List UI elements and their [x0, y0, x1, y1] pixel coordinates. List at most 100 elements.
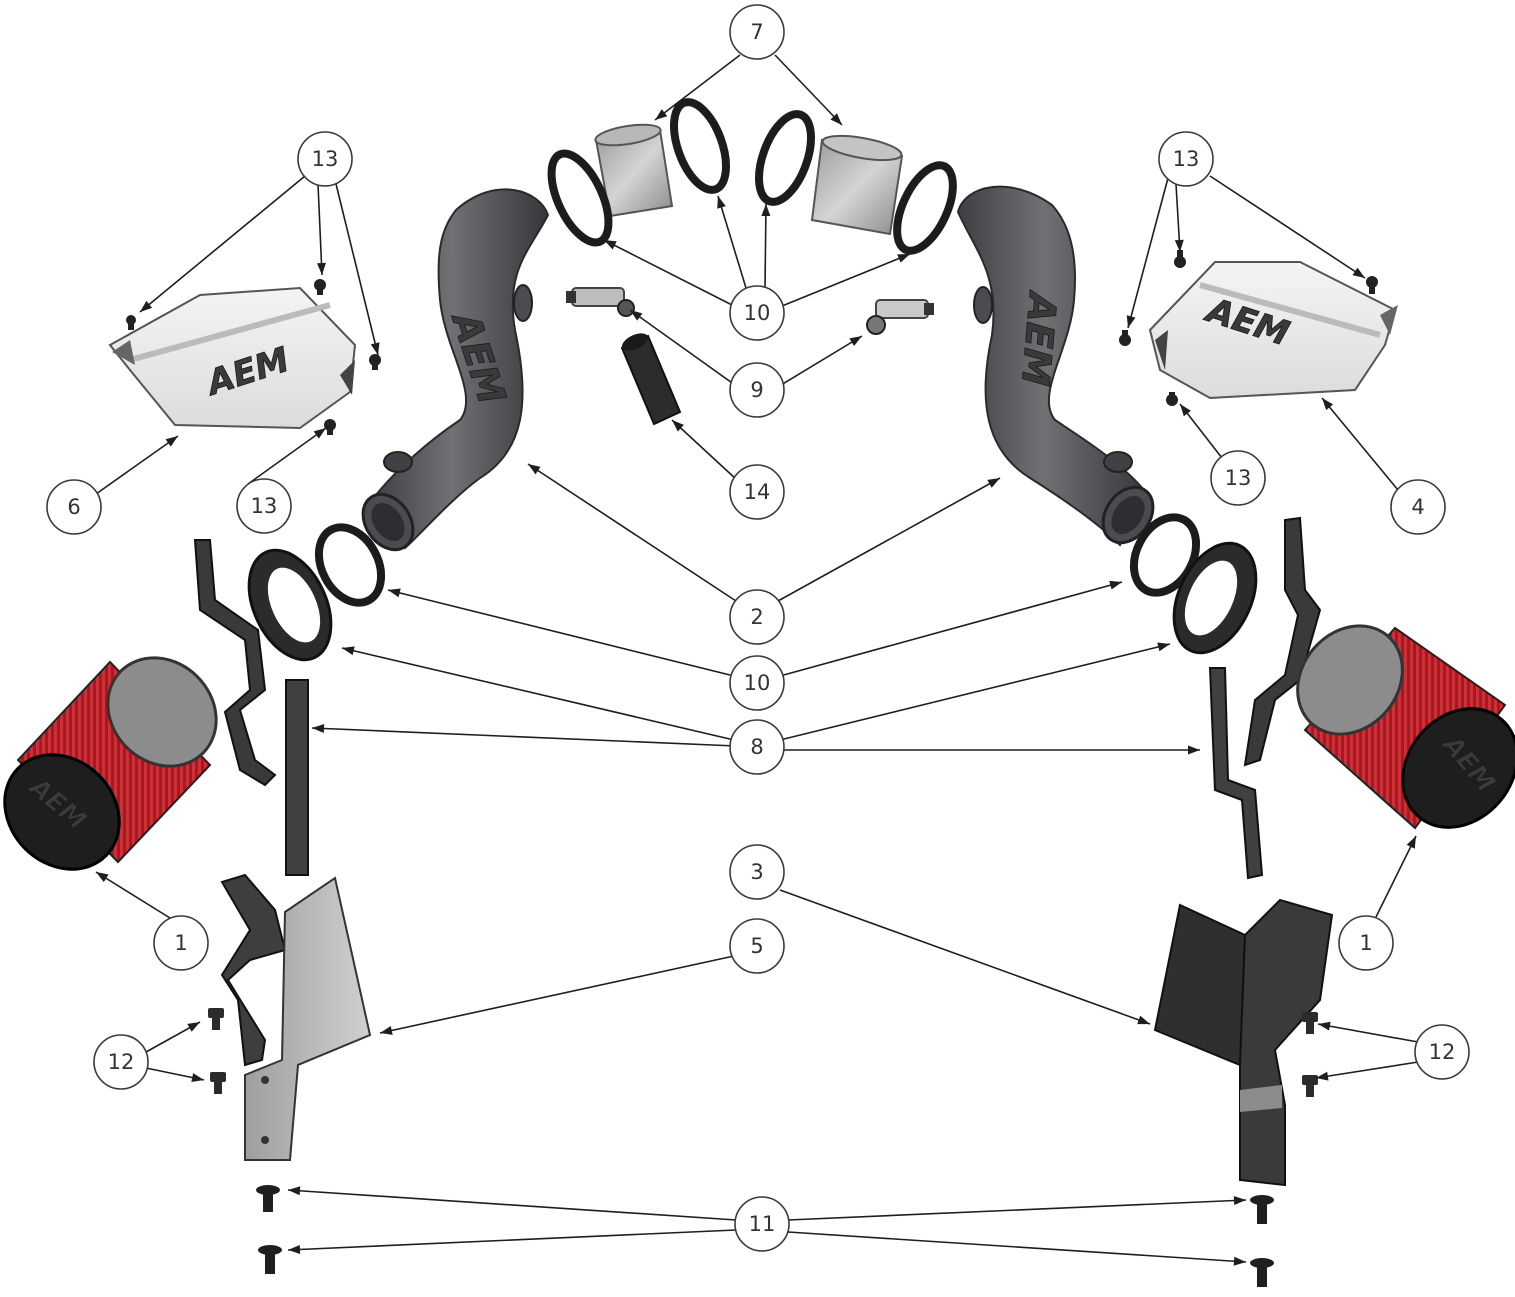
leader-line	[629, 309, 736, 386]
leader-line	[779, 581, 1123, 677]
leader-arrowhead	[830, 113, 842, 125]
leader-arrowhead	[191, 1073, 204, 1082]
leader-line	[1317, 1023, 1419, 1043]
svg-text:13: 13	[251, 494, 278, 518]
leader-line	[317, 183, 323, 276]
leader-arrowhead	[717, 196, 726, 209]
svg-text:5: 5	[750, 934, 763, 958]
leader-arrowhead	[761, 204, 771, 217]
svg-text:14: 14	[744, 480, 771, 504]
breather-fitting-right	[866, 299, 934, 335]
svg-text:13: 13	[1225, 466, 1252, 490]
filter-adapter-right	[1172, 541, 1258, 655]
callout-1-left: 1	[153, 915, 209, 971]
callout-2: 2	[729, 589, 785, 645]
filter-adapter-left	[247, 548, 333, 662]
leader-arrowhead	[380, 1026, 393, 1035]
leader-arrowhead	[630, 310, 643, 321]
heat-shield-left: AEM	[108, 286, 357, 430]
intake-tube-left: AEM	[361, 188, 550, 552]
leader-line	[764, 203, 767, 289]
svg-text:12: 12	[1429, 1040, 1456, 1064]
leader-arrowhead	[312, 724, 325, 734]
svg-text:12: 12	[108, 1050, 135, 1074]
callout-13-top-left: 13	[297, 131, 353, 187]
hose-clamp-top-1	[547, 149, 613, 247]
shield-bolts	[126, 250, 1378, 435]
leader-arrowhead	[1233, 1196, 1246, 1206]
svg-text:9: 9	[750, 378, 763, 402]
coupler-right	[810, 134, 904, 236]
leader-arrowhead	[1406, 836, 1416, 849]
leader-arrowhead	[897, 254, 910, 263]
leader-line	[287, 1229, 737, 1251]
leader-line	[247, 427, 327, 485]
svg-text:13: 13	[312, 147, 339, 171]
svg-text:2: 2	[750, 605, 763, 629]
leader-arrowhead	[288, 1244, 301, 1254]
svg-text:10: 10	[744, 301, 771, 325]
leader-line	[379, 955, 735, 1034]
leader-line	[1315, 1061, 1419, 1079]
breather-hose	[620, 333, 682, 426]
leader-line	[779, 889, 1151, 1025]
callout-10-lower: 10	[729, 655, 785, 711]
hose-clamp-lower-left	[314, 523, 386, 607]
leader-arrowhead	[313, 428, 326, 439]
leader-line	[1375, 835, 1417, 918]
tube-logo-right: AEM	[1013, 288, 1065, 388]
leader-arrowhead	[1180, 404, 1191, 417]
leader-arrowhead	[1233, 1256, 1246, 1266]
callout-13-top-right: 13	[1158, 131, 1214, 187]
leader-arrowhead	[849, 336, 862, 347]
intake-tube-right: AEM	[956, 185, 1155, 547]
air-filter-left: AEM	[3, 656, 218, 871]
air-filter-right: AEM	[1296, 624, 1515, 830]
leader-line	[1127, 177, 1169, 329]
callout-3: 3	[729, 844, 785, 900]
callout-14: 14	[729, 464, 785, 520]
leader-arrowhead	[528, 464, 541, 475]
leader-arrowhead	[1174, 239, 1184, 252]
leader-arrowhead	[288, 1186, 301, 1196]
leader-line	[787, 1199, 1247, 1221]
svg-text:1: 1	[174, 931, 187, 955]
leader-arrowhead	[1157, 642, 1170, 652]
svg-text:3: 3	[750, 860, 763, 884]
callout-5: 5	[729, 918, 785, 974]
callout-6: 6	[46, 479, 102, 535]
leader-line	[787, 1231, 1247, 1263]
callout-7: 7	[729, 4, 785, 60]
leader-line	[654, 54, 741, 121]
leader-arrowhead	[388, 588, 401, 598]
bracket-bolts-12	[208, 1008, 1318, 1097]
leader-line	[777, 477, 1001, 602]
hose-clamp-top-3	[755, 110, 815, 206]
leader-arrowhead	[1137, 1015, 1150, 1025]
leader-arrowhead	[140, 300, 153, 312]
leader-line	[95, 435, 179, 495]
svg-text:6: 6	[67, 495, 80, 519]
leader-line	[527, 463, 737, 602]
heat-shield-right: AEM	[1148, 261, 1398, 400]
leader-arrowhead	[655, 109, 668, 120]
coupler-left	[594, 123, 674, 218]
leader-arrowhead	[987, 478, 1000, 488]
callout-8: 8	[729, 719, 785, 775]
callout-9: 9	[729, 362, 785, 418]
callout-1-right: 1	[1338, 915, 1394, 971]
leader-arrowhead	[1322, 398, 1334, 411]
callout-10-top: 10	[729, 285, 785, 341]
svg-text:8: 8	[750, 735, 763, 759]
leader-line	[779, 643, 1171, 741]
leader-arrowhead	[96, 872, 109, 883]
leader-line	[287, 1189, 737, 1221]
leader-line	[1321, 397, 1399, 491]
leader-lines	[95, 54, 1419, 1266]
svg-text:7: 7	[750, 20, 763, 44]
support-rods-left	[193, 539, 309, 876]
svg-text:1: 1	[1359, 931, 1372, 955]
leader-arrowhead	[1188, 745, 1200, 755]
leader-line	[335, 183, 379, 356]
